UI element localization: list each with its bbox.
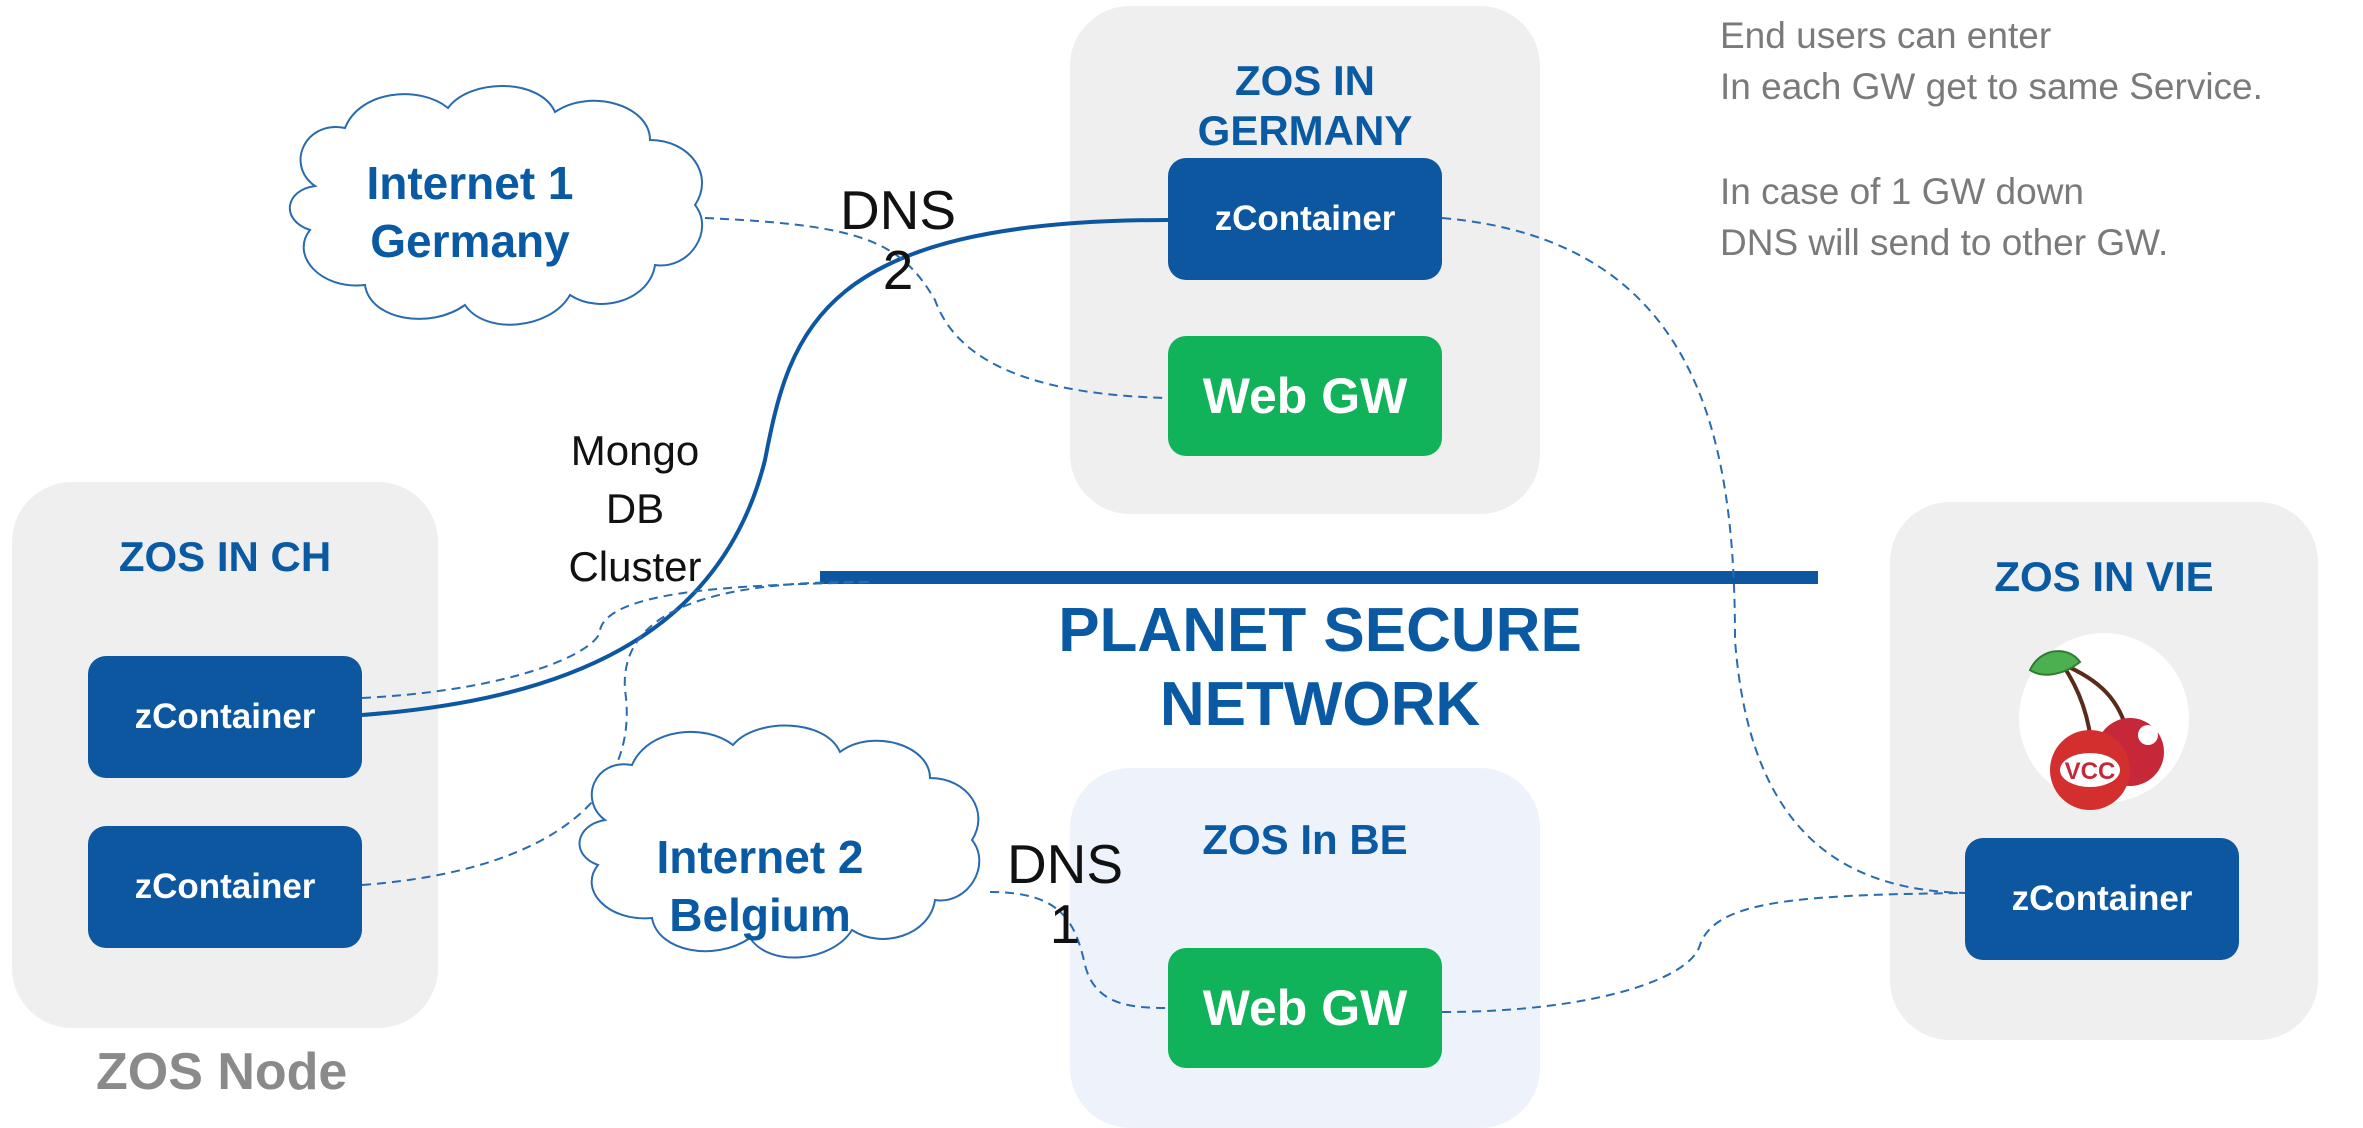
link-ch-cluster	[361, 581, 871, 699]
mongo-cluster-line	[361, 218, 1169, 717]
network-bar	[820, 571, 1818, 584]
planet-secure-network-label: PLANET SECURE NETWORK	[1058, 596, 1582, 739]
be-web-gw[interactable]: Web GW	[1168, 948, 1442, 1068]
germany-zcontainer[interactable]: zContainer	[1168, 158, 1442, 280]
title-zos-be: ZOS In BE	[1202, 816, 1408, 863]
title-zos-vie: ZOS IN VIE	[1994, 553, 2214, 600]
ch-zcontainer-1[interactable]: zContainer	[88, 656, 362, 778]
title-zos-germany: ZOS IN GERMANY	[1197, 57, 1413, 154]
vie-zcontainer[interactable]: zContainer	[1965, 838, 2239, 960]
zos-node-label: ZOS Node	[96, 1043, 348, 1101]
link-ch2-network	[361, 580, 871, 886]
note-end-users: End users can enter In each GW get to sa…	[1720, 15, 2263, 107]
cloud-internet2	[578, 724, 981, 959]
cloud-label-internet1: Internet 1 Germany	[366, 157, 574, 267]
link-internet1-webgw	[704, 217, 1169, 399]
mongo-db-cluster-label: Mongo DB Cluster	[568, 427, 702, 590]
link-internet2-webgw	[989, 891, 1169, 1009]
link-be-vie	[1441, 892, 1966, 1013]
vcc-logo-text: VCC	[2064, 758, 2116, 785]
cloud-internet1	[289, 85, 704, 326]
link-germany-vie	[1441, 217, 1966, 894]
ch-zcontainer-2[interactable]: zContainer	[88, 826, 362, 948]
cloud-label-internet2: Internet 2 Belgium	[656, 831, 864, 941]
vcc-cherry-logo	[2019, 633, 2189, 810]
note-gw-down: In case of 1 GW down DNS will send to ot…	[1720, 171, 2169, 263]
dns-1-label: DNS 1	[1006, 833, 1124, 955]
dns-2-label: DNS 2	[839, 179, 957, 301]
title-zos-ch: ZOS IN CH	[118, 533, 332, 580]
germany-web-gw[interactable]: Web GW	[1168, 336, 1442, 456]
